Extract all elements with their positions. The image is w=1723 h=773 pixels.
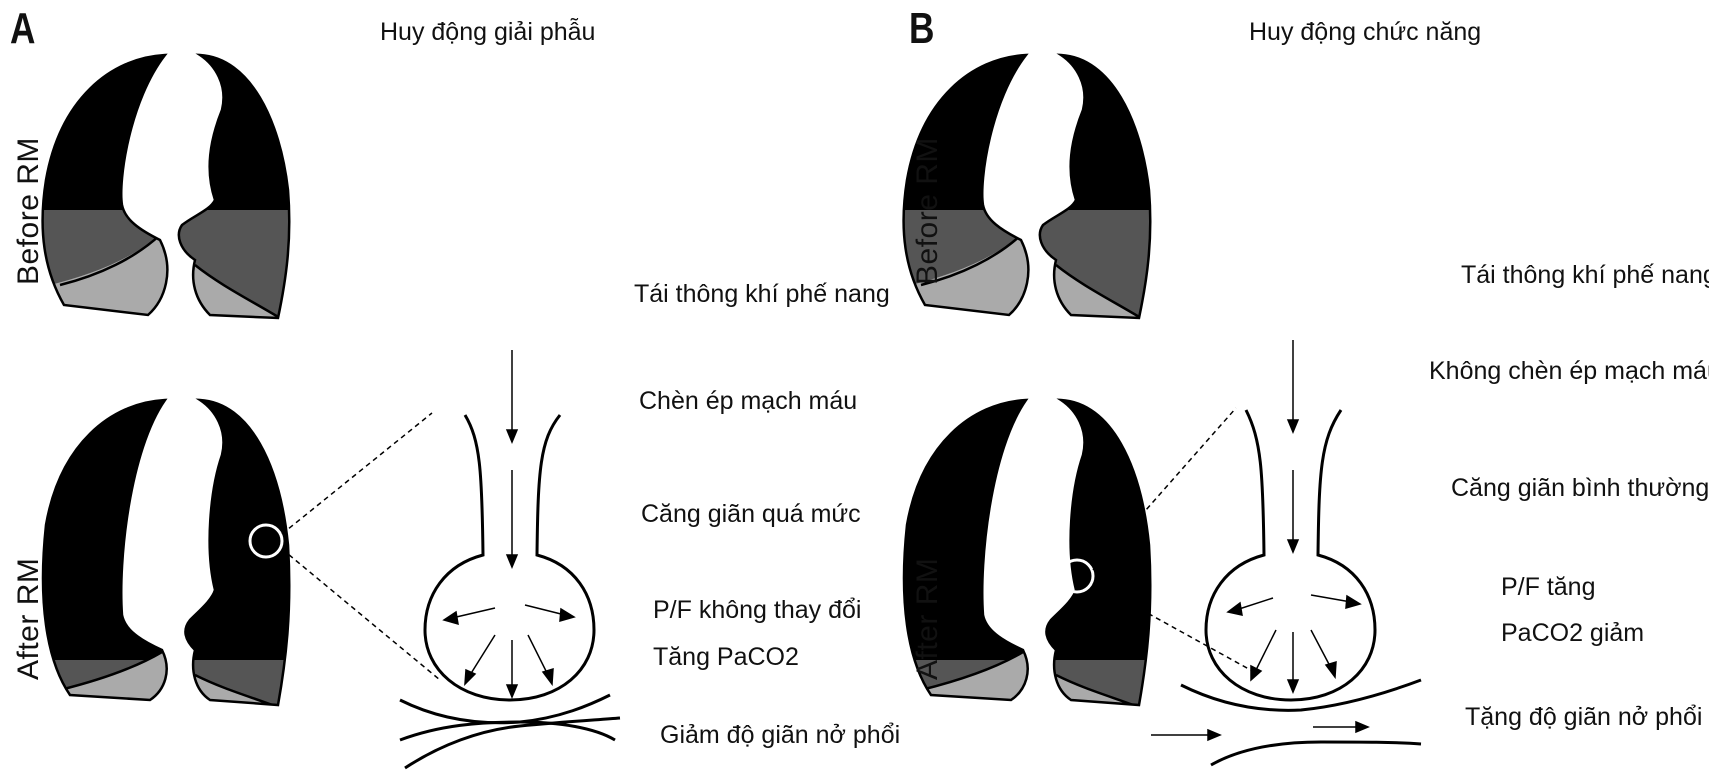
panel-b-note-recruit: Tái thông khí phế nang (1461, 255, 1709, 295)
panel-b-note-paco2: PaCO2 giảm (1501, 613, 1644, 653)
panel-b-note-distension: Căng giãn bình thường (1451, 468, 1709, 508)
panel-a-note-pf: P/F không thay đổi (653, 590, 861, 630)
panel-a-note-vessel: Chèn ép mạch máu (639, 381, 857, 421)
panel-b-note-compliance: Tặng độ giãn nở phổi (1465, 697, 1702, 737)
panel-b: B Huy động chức năng Before RM After RM … (861, 0, 1723, 773)
capillaries-compressed (400, 695, 620, 768)
panel-b-note-pf: P/F tăng (1501, 567, 1596, 607)
before-right-lung (170, 40, 310, 330)
panel-a-before-label: Before RM (12, 137, 46, 285)
panel-b-note-vessel: Không chèn ép mạch máu (1429, 351, 1709, 391)
zoom-line-lower (282, 549, 440, 680)
panel-a-after-label: After RM (12, 558, 46, 680)
panel-b-notes: Tái thông khí phế nang Không chèn ép mạc… (861, 0, 1709, 773)
panel-a-letter: A (10, 4, 35, 54)
panel-a-note-distension: Căng giãn quá mức (641, 494, 861, 534)
airflow-arrows-a (444, 350, 574, 697)
panel-a-note-recruit: Tái thông khí phế nang (634, 274, 890, 314)
panel-a-note-paco2: Tăng PaCO2 (653, 637, 799, 677)
panel-a-title: Huy động giải phẫu (380, 18, 595, 47)
zoom-line-upper (282, 413, 432, 534)
panel-a: A Huy động giải phẫu Before RM After RM … (0, 0, 860, 773)
